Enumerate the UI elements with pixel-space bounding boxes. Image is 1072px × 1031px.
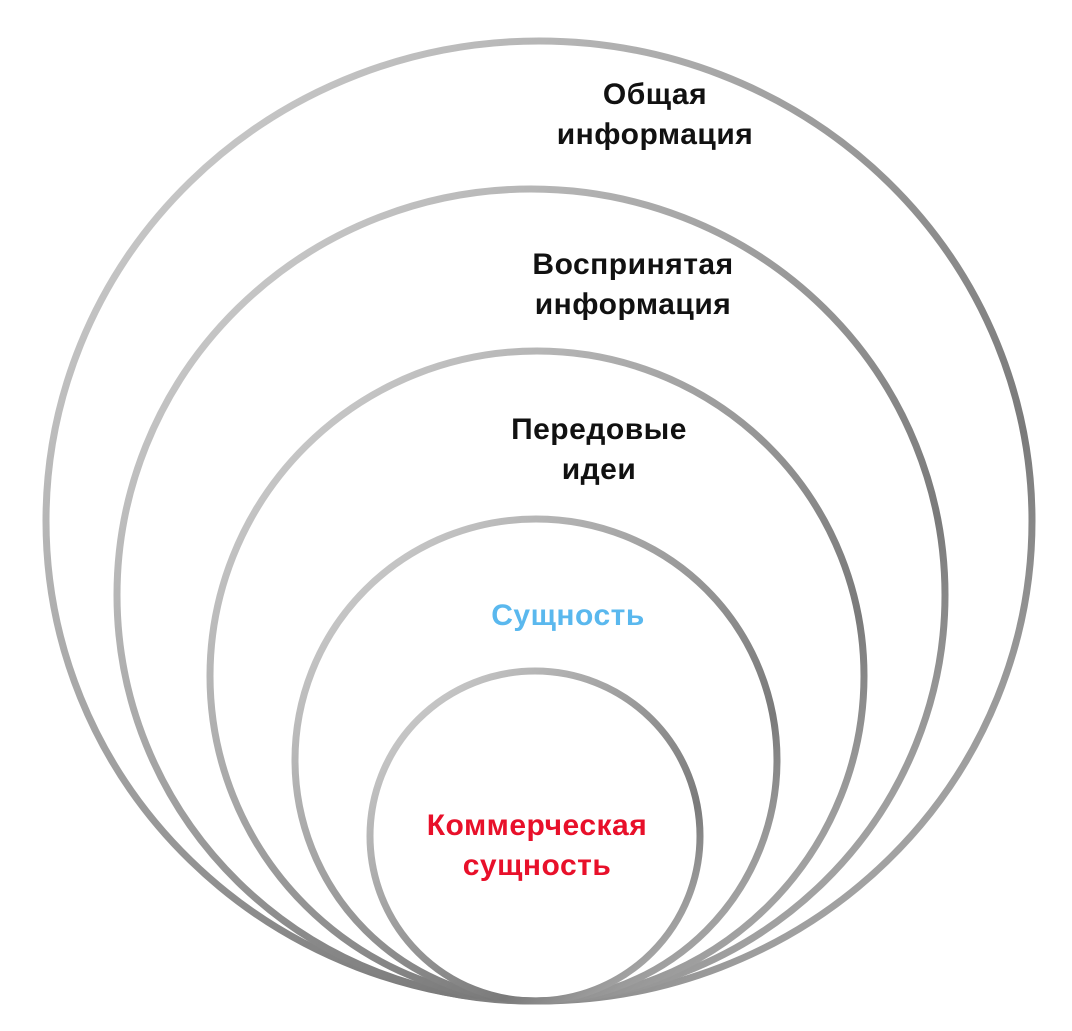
label-line: сущность — [462, 849, 612, 882]
label-line: информация — [534, 288, 732, 321]
label-general-information: Общая информация — [505, 75, 805, 155]
label-line: Коммерческая — [426, 809, 648, 842]
label-line: информация — [556, 118, 754, 151]
label-line: Сущность — [491, 599, 645, 632]
label-line: Воспринятая — [532, 248, 734, 281]
label-advanced-ideas: Передовые идеи — [449, 410, 749, 490]
ring-essence — [291, 515, 781, 1005]
label-commercial-essence: Коммерческая сущность — [387, 806, 687, 886]
label-essence: Сущность — [418, 596, 718, 636]
label-line: Передовые — [511, 413, 687, 446]
label-perceived-information: Воспринятая информация — [483, 245, 783, 325]
ring-commercial-essence — [366, 667, 704, 1005]
label-line: Общая — [602, 78, 708, 111]
label-line: идеи — [561, 453, 637, 486]
